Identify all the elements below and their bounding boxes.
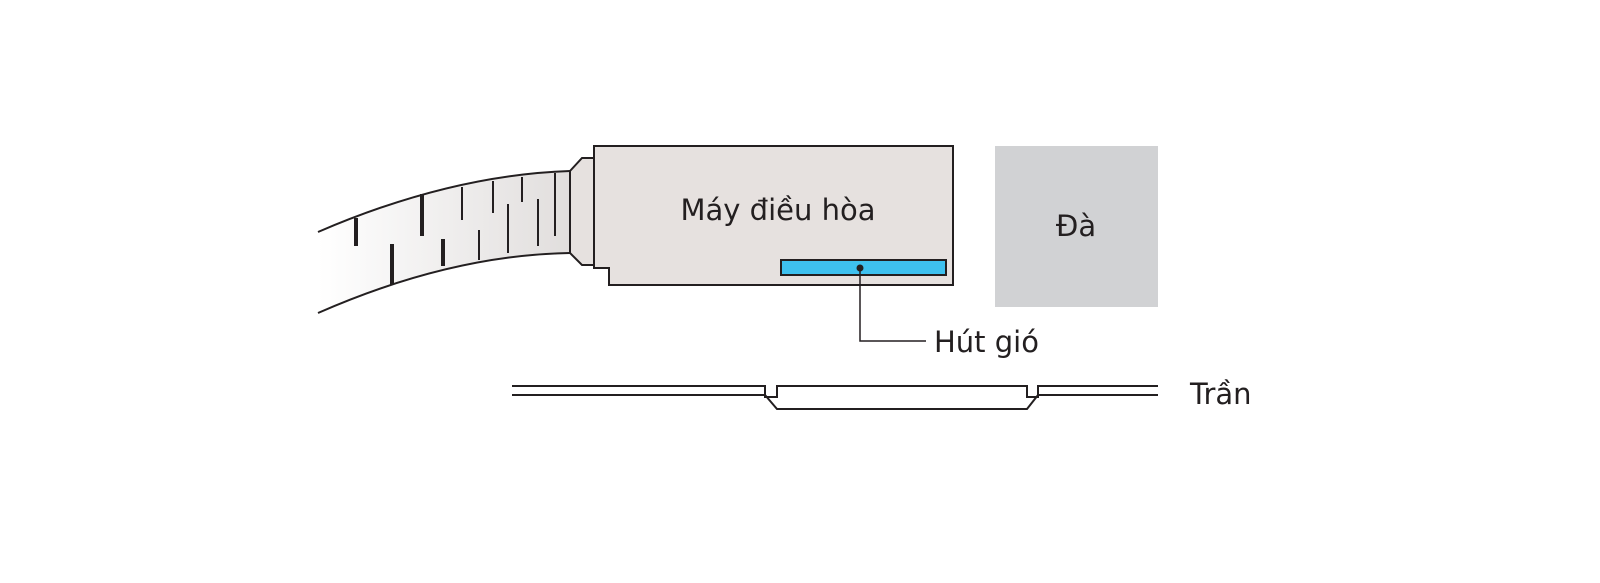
ac-unit-body [593,145,954,286]
ac-unit-label: Máy điều hòa [681,193,876,227]
air-intake-grille [780,259,947,276]
callout-leader-line [859,268,926,342]
ac-unit: Máy điều hòa [593,145,954,286]
beam-block [995,146,1158,307]
flexible-duct-icon [317,157,595,314]
duct-top-edge [317,170,571,233]
beam: Đà [995,146,1158,307]
ceiling [512,385,1158,410]
ceiling-panel [512,394,1158,410]
duct-bottom-edge [317,252,571,314]
ceiling-label: Trần [1189,377,1252,411]
intake-label: Hút gió [934,325,1039,359]
ceiling-outline [512,385,1158,398]
intake-callout: Hút gió [856,264,1039,359]
duct-ribs [354,173,556,285]
beam-label: Đà [1056,209,1096,243]
duct-collar [569,157,595,266]
